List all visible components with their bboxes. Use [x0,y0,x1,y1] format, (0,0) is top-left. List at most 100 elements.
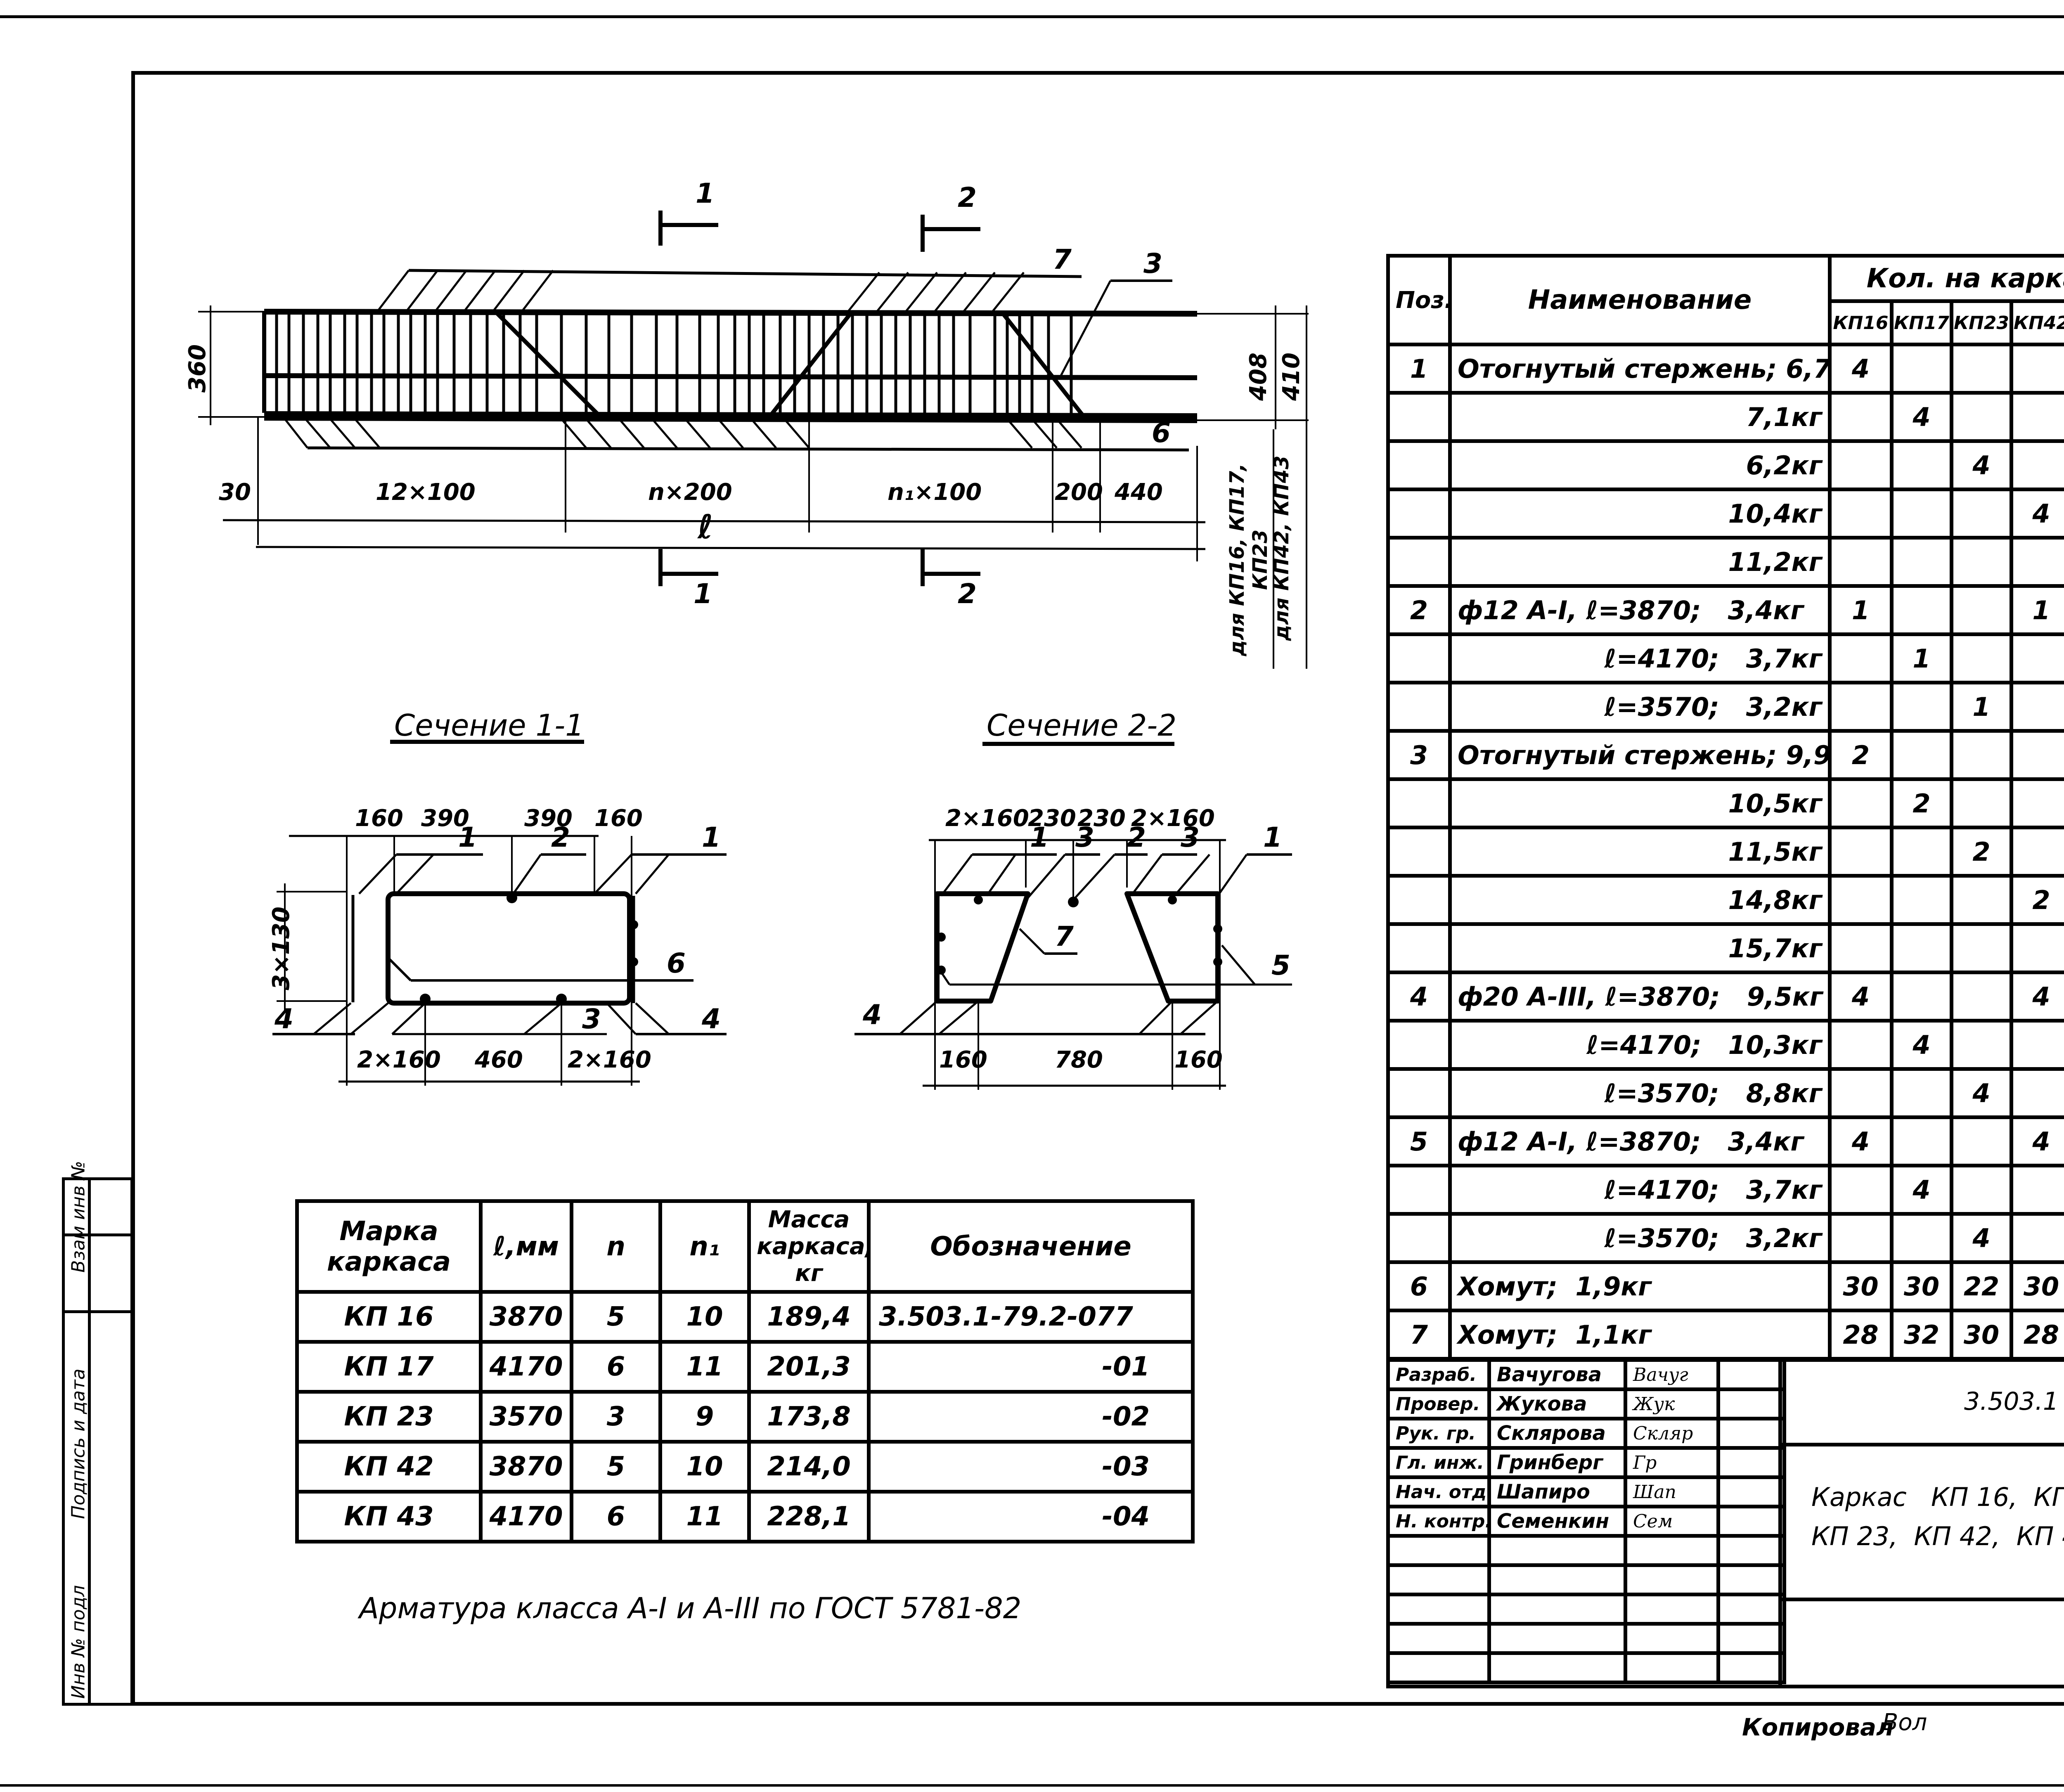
section-2-2-drawing [854,742,1292,1090]
sign-role: Провер. [1386,1387,1491,1420]
cell-doc: -03 [867,1440,1195,1494]
cell-qty: 1 [2010,584,2064,636]
sign-role: Н. контр. [1386,1505,1491,1538]
marks-header-n1: n₁ [658,1199,751,1294]
s2-dim-top-1: 2×160 [945,805,1029,832]
empty-cell [1716,1651,1786,1684]
s1-callout-6: 6 [667,947,686,979]
table-row: КП 23 3570 3 9 173,8 -02 [295,1390,1195,1444]
section-1-1-title: Сечение 1-1 [394,708,585,743]
cell-mark: КП 16 [295,1290,483,1344]
cell-name: ф12 А-I, ℓ=3870; 3,4кг [1448,584,1832,636]
cell-qty [1950,536,2013,588]
empty-cell [1487,1563,1627,1596]
cell-qty [2010,1212,2064,1264]
dim-410: 410 [1278,353,1305,401]
cell-mark: КП 42 [295,1440,483,1494]
dim-30: 30 [219,479,251,506]
cell-pos [1386,391,1452,443]
spec-header-pos: Поз. [1386,254,1452,346]
sign-signature: Жук [1624,1387,1720,1420]
cell-pos [1386,681,1452,733]
sign-role: Разраб. [1386,1358,1491,1391]
s2-dim-top-2: 230 [1028,805,1076,832]
spec-header-kp42: КП42 [2010,299,2064,346]
s1-callout-3: 3 [582,1003,601,1035]
empty-cell [1487,1622,1627,1655]
cell-qty [1950,343,2013,395]
cell-qty [1828,826,1894,878]
cell-qty [1828,439,1894,491]
cell-pos [1386,826,1452,878]
s1-dim-bottom-1: 2×160 [357,1046,441,1073]
drawing-title-line2: КП 23, КП 42, КП 43 [1811,1521,2064,1551]
s2-callout-7: 7 [1055,921,1074,952]
cell-pos [1386,536,1452,588]
cell-pos [1386,439,1452,491]
cell-qty [1828,632,1894,684]
table-row: КП 42 3870 5 10 214,0 -03 [295,1440,1195,1494]
cell-mass: 201,3 [747,1340,871,1394]
empty-cell [1716,1534,1786,1567]
spec-header-qty: Кол. на каркас [1828,254,2064,303]
table-row: ℓ=4170; 10,3кг44 [1386,1019,2064,1071]
sign-date [1716,1446,1786,1479]
cell-mass: 173,8 [747,1390,871,1444]
cell-qty [1828,1019,1894,1071]
cell-name: ф20 А-III, ℓ=3870; 9,5кг [1448,971,1832,1023]
cell-pos [1386,488,1452,540]
cell-qty [1828,1067,1894,1119]
cell-qty [1950,729,2013,781]
cell-n: 5 [570,1290,662,1344]
cell-qty [1890,536,1953,588]
empty-cell [1386,1563,1491,1596]
cell-qty [2010,439,2064,491]
cell-qty [1950,1164,2013,1216]
table-row: ℓ=4170; 3,7кг44 [1386,1164,2064,1216]
cell-qty: 22 [1950,1260,2013,1312]
cell-name: 6,2кг [1448,439,1832,491]
cell-qty [1890,1115,1953,1167]
cell-qty: 4 [1890,1164,1953,1216]
cell-length: 4170 [479,1340,573,1394]
cell-length: 3870 [479,1440,573,1494]
cell-qty: 4 [1950,1212,2013,1264]
rebar-class-note: Арматура класса А-I и А-III по ГОСТ 5781… [359,1591,1022,1625]
cell-qty: 1 [1828,584,1894,636]
cell-qty [1828,1164,1894,1216]
s2-callout-5: 5 [1271,949,1290,981]
cell-doc: -02 [867,1390,1195,1444]
cell-qty [1828,1212,1894,1264]
cell-qty [1950,971,2013,1023]
s1-dim-bottom-3: 2×160 [568,1046,651,1073]
cell-qty [1828,874,1894,926]
cell-n1: 9 [658,1390,751,1444]
cell-pos: 1 [1386,343,1452,395]
cell-qty: 1 [1890,632,1953,684]
marks-header-n: n [570,1199,662,1294]
cell-name: Отогнутый стержень; 9,9кг [1448,729,1832,781]
cell-qty [1890,343,1953,395]
cell-qty [1828,681,1894,733]
marks-header-mark: Марка каркаса [295,1199,483,1294]
document-code: 3.503.1 - 79.2 - 077 [1964,1387,2064,1416]
sign-date [1716,1387,1786,1420]
cell-qty [1950,632,2013,684]
section-mark-1-bottom: 1 [694,578,712,610]
sign-role: Гл. инж. пр. [1386,1446,1491,1479]
cell-qty [2010,536,2064,588]
cell-pos: 2 [1386,584,1452,636]
cell-qty: 32 [1890,1309,1953,1361]
cell-qty [1950,391,2013,443]
sign-role: Нач. отд. [1386,1475,1491,1508]
cell-qty [2010,922,2064,974]
dim-200: 200 [1055,479,1103,506]
spec-header-kp16: КП16 [1828,299,1894,346]
